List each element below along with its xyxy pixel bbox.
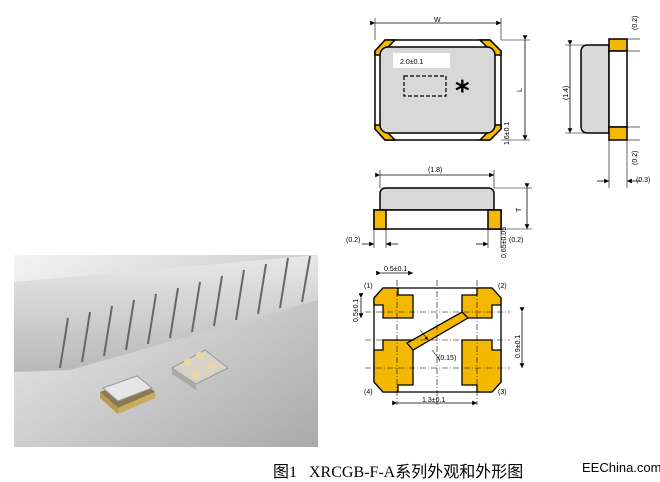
figure-caption: 图1 XRCGB-F-A系列外观和外形图 (273, 464, 524, 481)
side-view-drawing (565, 38, 640, 188)
top-view-drawing (370, 18, 530, 141)
front-right-pad-dim: (0.2) (509, 237, 523, 244)
crystal-top (100, 375, 155, 414)
watermark: EEChina.com (582, 460, 660, 475)
side-pad-depth-dim: (0.3) (636, 177, 650, 184)
front-top-dim: (1.8) (428, 167, 442, 174)
height-dim-label: 1.6±0.1 (504, 122, 511, 145)
width-label: W (434, 17, 441, 24)
pin-4-label: (4) (364, 389, 373, 396)
pitch-h-dim: 1.3±0.1 (422, 397, 445, 404)
trace-dim: (0.15) (438, 355, 456, 362)
side-body-dim: (1.4) (563, 86, 570, 100)
length-label: L (517, 88, 524, 92)
marking-asterisk: * (455, 74, 470, 107)
side-pad-top-dim: (0.2) (632, 16, 639, 30)
pin-1-label: (1) (364, 283, 373, 290)
product-photo (14, 255, 318, 447)
crystal-bottom (171, 349, 229, 390)
bottom-view-drawing (358, 270, 525, 406)
front-view-drawing (362, 170, 532, 248)
front-left-pad-dim: (0.2) (346, 237, 360, 244)
pin-3-label: (3) (498, 389, 507, 396)
pad-height-dim: 0.5±0.1 (353, 299, 360, 322)
side-pad-bottom-dim: (0.2) (632, 151, 639, 165)
pad-width-dim: 0.5±0.1 (384, 266, 407, 273)
front-pad-height-dim: 0.65±0.05 (501, 227, 508, 258)
thickness-label: T (516, 207, 523, 212)
pin-2-label: (2) (498, 283, 507, 290)
marking-size-label: 2.0±0.1 (400, 59, 423, 66)
pitch-v-dim: 0.9±0.1 (515, 335, 522, 358)
